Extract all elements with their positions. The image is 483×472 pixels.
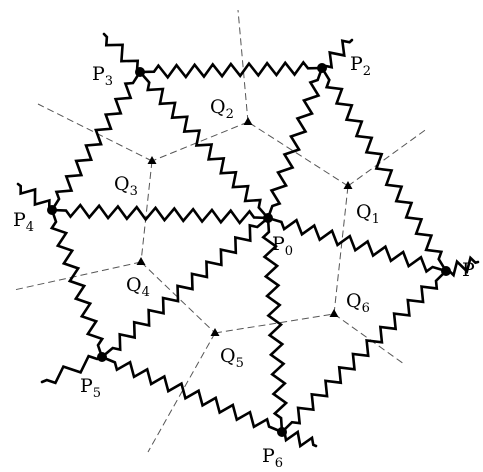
stub-spring-p4	[16, 182, 54, 212]
voronoi-vertex-q3	[147, 156, 157, 164]
particle-p3	[135, 67, 145, 77]
voronoi-edge	[147, 332, 216, 453]
particle-p0	[263, 213, 273, 223]
voronoi-edge	[333, 313, 405, 365]
voronoi-edge	[347, 127, 429, 187]
voronoi-vertex-q1	[343, 181, 353, 189]
stub-spring-p3	[102, 32, 142, 74]
label-p5: P5	[80, 375, 101, 401]
particle-p1	[441, 266, 451, 276]
voronoi-edge	[247, 121, 349, 187]
voronoi-edge	[37, 103, 153, 162]
spring-p0-p6	[261, 216, 289, 434]
label-p1: P	[462, 259, 475, 281]
voronoi-vertex-q5	[210, 328, 220, 336]
spring-p3-p4	[50, 70, 142, 212]
spring-p0-p2	[266, 66, 324, 220]
label-p6: P6	[262, 445, 283, 471]
voronoi-edge	[140, 160, 153, 263]
voronoi-edge	[13, 261, 142, 291]
label-q6: Q6	[346, 290, 370, 316]
label-p2: P2	[350, 53, 371, 79]
voronoi-vertex-q2	[243, 117, 253, 125]
spring-p0-p1	[266, 216, 448, 274]
spring-p0-p5	[100, 216, 270, 359]
label-q3: Q3	[114, 173, 138, 199]
stub-spring-p6	[280, 429, 318, 449]
spring-p2-p3	[138, 60, 324, 80]
voronoi-edge	[214, 313, 335, 334]
label-p0: P0	[272, 233, 293, 259]
label-q1: Q1	[356, 201, 380, 227]
spring-p0-p3	[138, 70, 270, 220]
label-q5: Q5	[220, 345, 244, 371]
spring-p6-p1	[280, 269, 448, 434]
stub-spring-p2	[320, 38, 354, 70]
spring-p5-p6	[100, 355, 284, 434]
spring-p4-p5	[49, 208, 105, 359]
spring-p1-p2	[320, 66, 448, 273]
label-q4: Q4	[126, 274, 150, 300]
voronoi-edge	[237, 9, 249, 123]
particle-p6	[277, 427, 287, 437]
particle-p5	[97, 352, 107, 362]
label-p3: P3	[92, 63, 113, 89]
spring-p0-p4	[50, 202, 270, 226]
voronoi-edge	[151, 121, 249, 162]
stub-spring-p5	[40, 354, 104, 385]
voronoi-edge	[140, 261, 216, 334]
label-q2: Q2	[210, 96, 234, 122]
voronoi-vertex-q4	[136, 257, 146, 265]
label-p4: P4	[13, 209, 34, 235]
voronoi-vertex-q6	[329, 309, 339, 317]
particle-p2	[317, 63, 327, 73]
particle-p4	[47, 205, 57, 215]
